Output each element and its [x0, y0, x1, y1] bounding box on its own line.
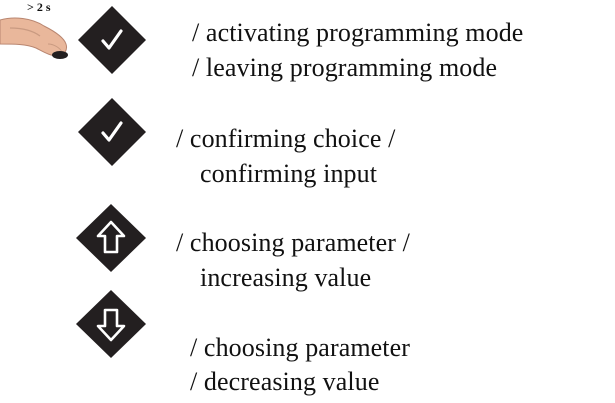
row4-line1: / choosing parameter	[190, 333, 411, 362]
row3-line2: increasing value	[200, 263, 372, 292]
down-arrow-icon	[96, 308, 126, 342]
press-duration-label: > 2 s	[27, 0, 51, 14]
row1-line1: / activating programming mode	[192, 18, 524, 47]
check-icon	[101, 121, 123, 142]
up-arrow-button[interactable]	[76, 204, 146, 272]
row3-line1: / choosing parameter /	[176, 228, 410, 257]
row2-line1: / confirming choice /	[176, 124, 396, 153]
check-button[interactable]	[78, 98, 146, 166]
down-arrow-button[interactable]	[76, 290, 146, 358]
up-arrow-icon	[96, 220, 126, 254]
check-icon	[101, 29, 123, 50]
row4-line2: / decreasing value	[190, 367, 380, 396]
check-button-long-press[interactable]	[78, 6, 146, 74]
row1-line2: / leaving programming mode	[192, 53, 498, 82]
row2-line2: confirming input	[200, 159, 378, 188]
finger-press-icon	[0, 17, 68, 59]
